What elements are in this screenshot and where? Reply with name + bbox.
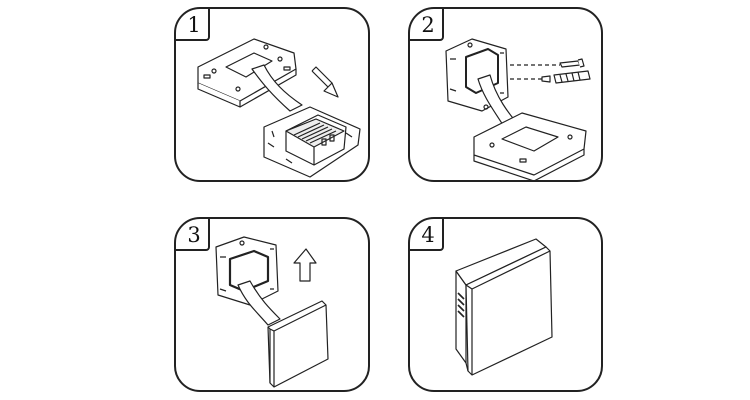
- installed-thermostat: [456, 239, 552, 375]
- step-4-number: 4: [410, 219, 444, 251]
- step-2-panel: 2: [408, 7, 603, 182]
- step-3-illustration: [176, 219, 370, 392]
- step-3-number: 3: [176, 219, 210, 251]
- step-2-number: 2: [410, 9, 444, 41]
- step-1-number: 1: [176, 9, 210, 41]
- up-arrow: [294, 249, 316, 281]
- down-right-arrow: [312, 67, 338, 97]
- mounting-plate: [474, 113, 586, 181]
- thermostat-device: [268, 301, 328, 387]
- mounting-plate: [198, 39, 296, 107]
- step-1-illustration: [176, 9, 370, 182]
- step-4-illustration: [410, 219, 603, 392]
- step-3-panel: 3: [174, 217, 370, 392]
- screws: [510, 59, 590, 83]
- power-module-frame: [264, 107, 360, 177]
- wall-frame: [216, 237, 278, 305]
- ribbon-cable: [238, 281, 280, 325]
- step-2-illustration: [410, 9, 603, 182]
- step-4-panel: 4: [408, 217, 603, 392]
- ribbon-cable: [252, 65, 302, 111]
- step-1-panel: 1: [174, 7, 370, 182]
